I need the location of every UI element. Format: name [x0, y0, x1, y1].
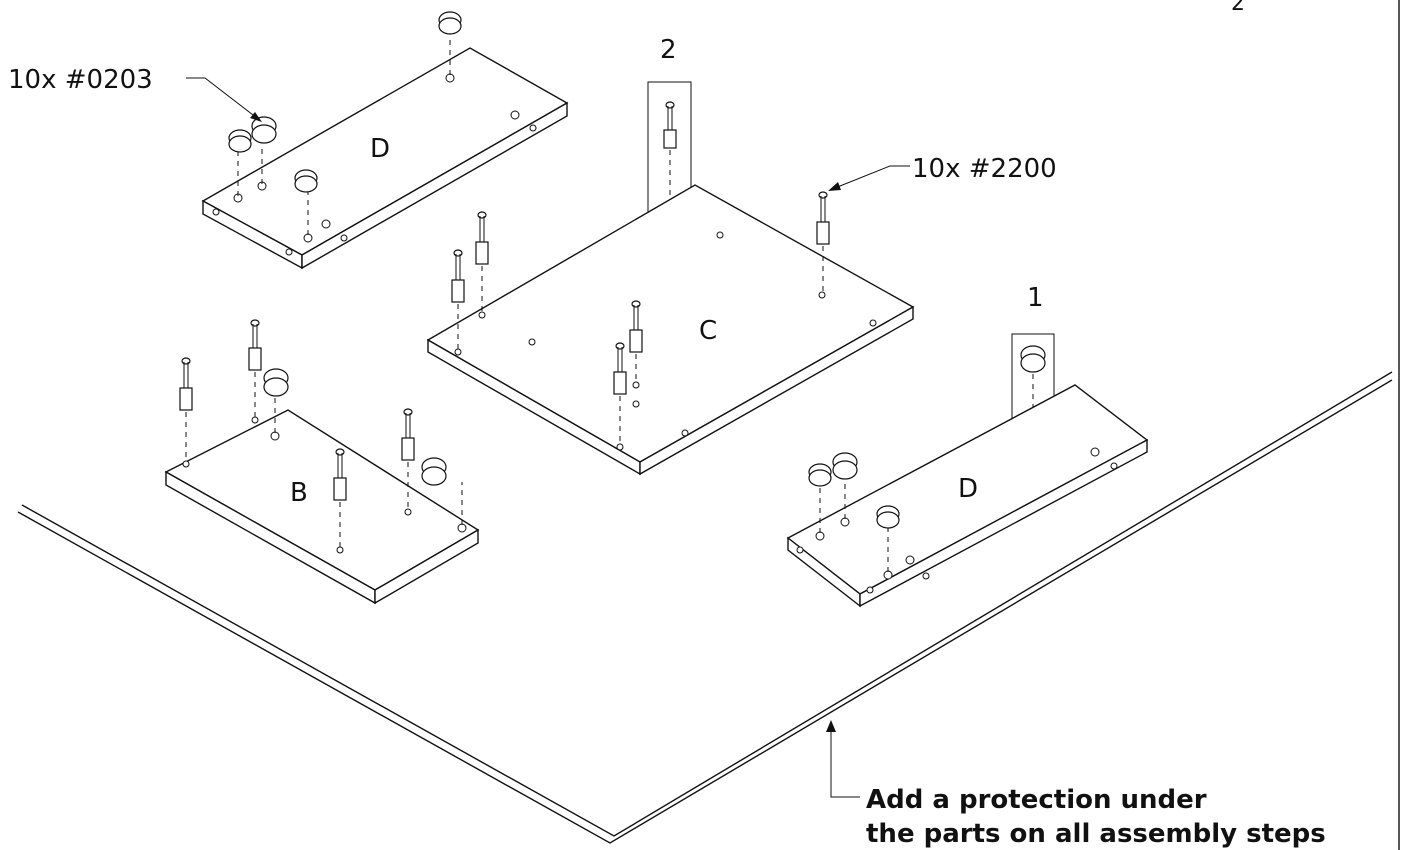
panel-label-right: D	[958, 474, 978, 504]
callout-bolt-label: 10x #2200	[912, 154, 1057, 184]
page-number: 2	[1231, 0, 1245, 16]
step-1-label: 1	[1027, 283, 1044, 313]
panel-label-center: C	[699, 316, 717, 346]
panel-c-center	[426, 184, 915, 476]
callout-cam-lock	[186, 77, 262, 122]
protection-sheet	[17, 371, 1393, 844]
panel-b-left	[164, 319, 480, 605]
panel-d-top-left	[201, 11, 569, 270]
panel-label-left: B	[290, 478, 308, 508]
step-2-label: 2	[660, 35, 677, 65]
step-2-bolt	[663, 101, 677, 211]
protection-note-line-2: the parts on all assembly steps	[866, 819, 1326, 849]
panel-label-top-left: D	[370, 134, 390, 164]
callout-bolt	[828, 165, 910, 191]
protection-note-line-1: Add a protection under	[866, 785, 1207, 815]
callout-cam-lock-label: 10x #0203	[8, 65, 153, 95]
panel-d-right	[786, 384, 1149, 608]
protection-note-arrow	[826, 720, 860, 798]
